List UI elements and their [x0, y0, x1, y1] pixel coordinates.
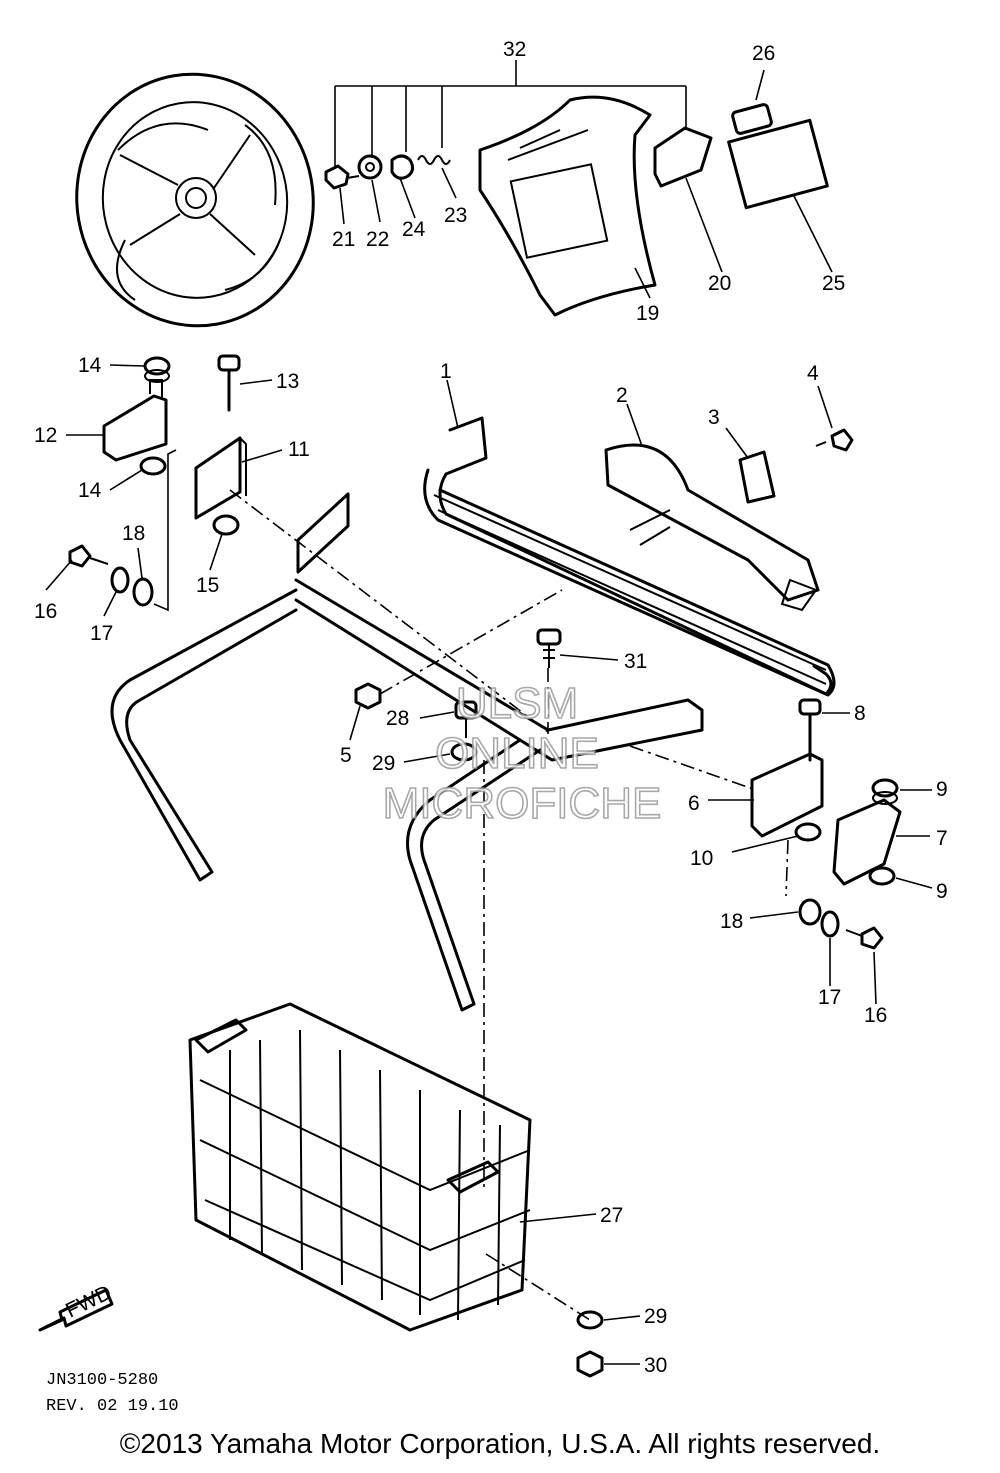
part-14-cap-bottom	[139, 456, 167, 476]
callout-16-right: 16	[864, 1004, 887, 1027]
part-16-bolt-left	[68, 544, 109, 568]
part-15-washer	[212, 514, 240, 536]
part-12-hinge-bracket	[102, 379, 168, 462]
callout-29-bottom: 29	[644, 1305, 667, 1328]
callout-8: 8	[854, 702, 866, 725]
part-9-cap-top	[871, 778, 899, 805]
callout-1: 1	[440, 360, 452, 383]
callout-30: 30	[644, 1354, 667, 1377]
part-7-hinge-plate	[832, 798, 902, 886]
callout-12: 12	[34, 424, 57, 447]
alignment-lines	[229, 489, 789, 1321]
part-18-washer-right	[798, 898, 822, 926]
part-19-center-cover	[478, 95, 657, 317]
part-11-bracket	[194, 436, 247, 520]
part-17-washer-right	[820, 910, 840, 938]
part-26-small-label	[731, 103, 773, 135]
callout-13: 13	[276, 370, 299, 393]
part-4-screw	[815, 428, 854, 452]
leader-lines	[45, 69, 933, 1365]
callout-26: 26	[752, 42, 775, 65]
frame-rails	[110, 492, 704, 1012]
callout-23: 23	[444, 204, 467, 227]
callout-5: 5	[340, 744, 352, 767]
callout-20: 20	[708, 272, 731, 295]
part-18-washer-left	[132, 577, 154, 607]
part-3-clip	[738, 450, 776, 504]
watermark-line-1: ULSM	[456, 679, 578, 728]
callout-32-bracket	[334, 60, 687, 168]
part-10-washer	[794, 822, 822, 842]
part-27-basket	[188, 1002, 532, 1332]
callout-21: 21	[332, 228, 355, 251]
callout-6: 6	[688, 792, 700, 815]
callout-24: 24	[402, 218, 426, 241]
callout-10: 10	[690, 847, 713, 870]
callout-28: 28	[386, 707, 409, 730]
callout-14-top: 14	[78, 354, 102, 377]
part-31-bolt	[536, 628, 562, 668]
part-16-bolt-right	[845, 926, 884, 950]
callout-17-right: 17	[818, 986, 841, 1009]
drawing-code: JN3100-5280	[46, 1371, 158, 1390]
part-17-washer-left	[110, 566, 130, 594]
part-9-cap-bottom	[868, 866, 896, 886]
part-1-bumper	[423, 416, 836, 697]
part-2-bag	[604, 443, 820, 612]
fwd-arrow-icon: FWD	[38, 1281, 115, 1332]
watermark-line-3: MICROFICHE	[383, 779, 662, 828]
part-8-bolt	[798, 698, 822, 762]
revision-code: REV. 02 19.10	[46, 1397, 179, 1410]
part-20-clip	[653, 126, 713, 188]
part-30-nut	[576, 1350, 604, 1378]
part-29-washer-top	[450, 742, 478, 762]
part-25-label	[727, 118, 829, 210]
callout-15: 15	[196, 574, 219, 597]
callout-22: 22	[366, 228, 389, 251]
callout-31: 31	[624, 650, 647, 673]
part-28-bolt	[454, 700, 478, 738]
callout-17-left: 17	[90, 622, 113, 645]
callout-29-top: 29	[372, 752, 395, 775]
copyright-notice: ©2013 Yamaha Motor Corporation, U.S.A. A…	[119, 1428, 881, 1459]
watermark: ULSM ONLINE MICROFICHE	[382, 678, 662, 829]
steering-wheel	[75, 72, 315, 328]
part-29-washer-bottom	[576, 1310, 604, 1330]
callout-32: 32	[503, 38, 526, 61]
callout-labels: 32 26 21 22 24 23 20 25 19 14 13 1 4 2 3…	[34, 38, 948, 1377]
fastener-group-21-24	[324, 154, 451, 190]
callout-2: 2	[616, 384, 628, 407]
callout-18-left: 18	[122, 522, 145, 545]
callout-3: 3	[708, 406, 720, 429]
watermark-line-2: ONLINE	[435, 729, 599, 778]
part-14-cap-top	[143, 356, 171, 383]
callout-7: 7	[936, 827, 948, 850]
callout-27: 27	[600, 1204, 623, 1227]
callout-19: 19	[636, 302, 659, 325]
callout-9-bottom: 9	[936, 880, 948, 903]
callout-9-top: 9	[936, 778, 948, 801]
parts-diagram: FWD	[34, 38, 948, 1410]
callout-14-bottom: 14	[78, 479, 102, 502]
callout-11: 11	[288, 438, 310, 461]
part-13-bolt	[217, 354, 241, 412]
callout-16-left: 16	[34, 600, 57, 623]
part-5-nut	[354, 682, 382, 710]
callout-4: 4	[807, 362, 819, 385]
callout-25: 25	[822, 272, 845, 295]
callout-18-right: 18	[720, 910, 743, 933]
